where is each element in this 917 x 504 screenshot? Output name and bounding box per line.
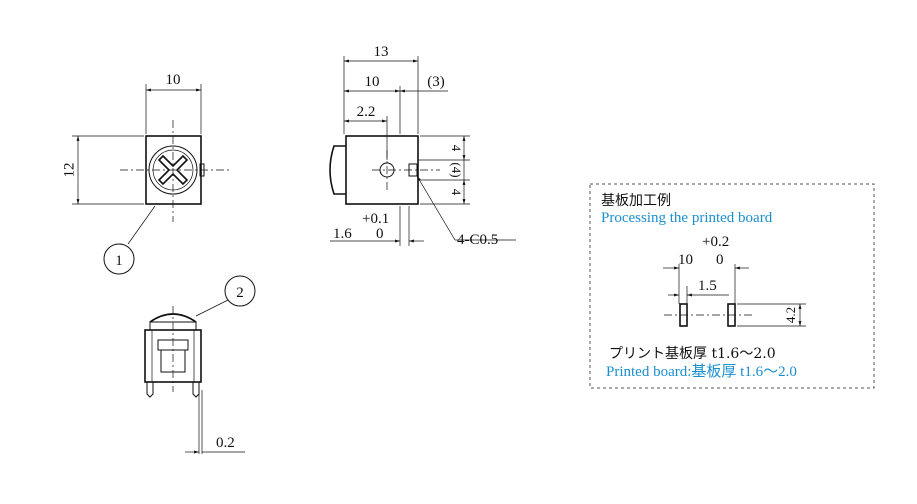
- pcb-processing-box: 基板加工例 Processing the printed board +0.2 …: [589, 183, 875, 389]
- pcb-tol-zero: 0: [716, 252, 724, 268]
- pcb-dim-1-5: 1.5: [698, 278, 717, 294]
- pin-right: [192, 382, 200, 398]
- callout-2-circle: [224, 275, 256, 307]
- pcb-tol-plus: +0.2: [702, 234, 729, 250]
- callout-1-label: 1: [115, 253, 123, 269]
- pcb-box-frame: [589, 183, 875, 389]
- pcb-title-jp: 基板加工例: [601, 192, 671, 209]
- profile-body-outline: [345, 135, 419, 205]
- top-view: 13 10 (3) 2.2 4 (4) 4 +0.1 0 1.6 4-C0.5: [329, 44, 516, 248]
- dim-10: 10: [365, 74, 380, 90]
- callout-2-leader: [195, 299, 229, 317]
- dim-1-6: 1.6: [333, 226, 352, 242]
- callout-1-leader: [127, 205, 156, 245]
- dim-4-top: 4: [449, 145, 464, 152]
- pin-dim: 0.2: [216, 435, 235, 451]
- dim-4-mid: (4): [449, 162, 464, 177]
- front-view: 10 12 1: [61, 72, 232, 275]
- pcb-thickness-en: Printed board:基板厚 t1.6～2.0: [606, 362, 797, 380]
- side-view: 2 0.2: [144, 275, 256, 454]
- tol-zero: 0: [376, 226, 384, 242]
- front-height-dim: 12: [61, 163, 77, 178]
- pcb-dim-4-2: 4.2: [783, 307, 798, 323]
- pin-left: [146, 382, 154, 398]
- profile-notch: [408, 163, 418, 177]
- dim-13: 13: [374, 44, 389, 60]
- pcb-thickness-jp: プリント基板厚 t1.6～2.0: [609, 345, 776, 362]
- profile-knob: [329, 145, 346, 195]
- tol-plus-0-1: +0.1: [362, 211, 389, 227]
- chamfer-label: 4-C0.5: [457, 232, 498, 248]
- front-width-dim: 10: [166, 72, 181, 88]
- pcb-title-en: Processing the printed board: [601, 210, 773, 226]
- dim-3: (3): [427, 74, 445, 90]
- callout-1-circle: [103, 243, 135, 275]
- dim-2-2: 2.2: [357, 104, 376, 120]
- dim-4-bot: 4: [449, 189, 464, 196]
- callout-2-label: 2: [236, 285, 244, 301]
- pcb-dim-10: 10: [678, 252, 693, 268]
